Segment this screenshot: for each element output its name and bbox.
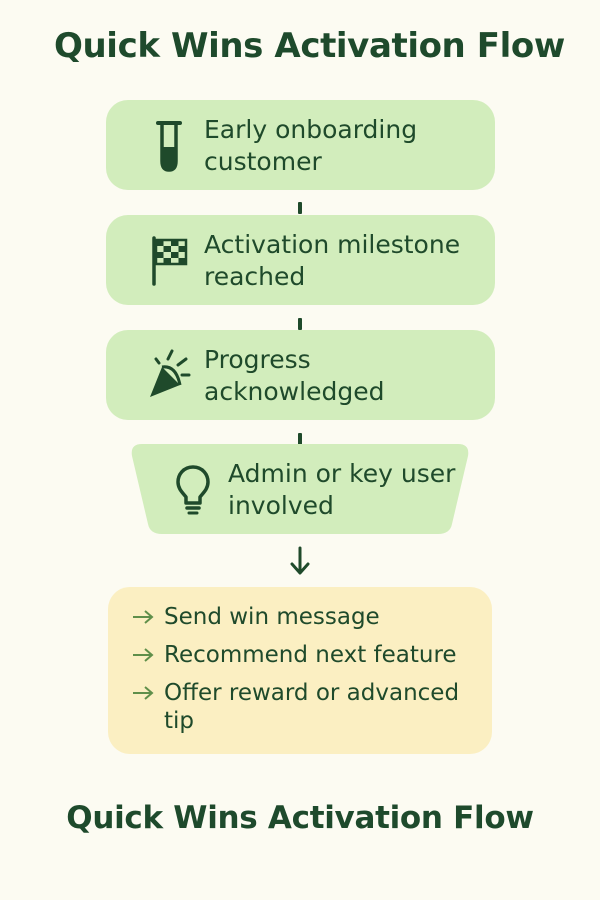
flow-step-early-onboarding: Early onboarding customer (106, 100, 495, 190)
flow-step-label: Early onboarding customer (204, 115, 418, 176)
action-item: Send win message (132, 603, 472, 631)
lightbulb-icon (170, 457, 216, 521)
trapezoid-shape (131, 444, 469, 534)
test-tube-icon (146, 113, 192, 177)
flow-connector (298, 318, 302, 330)
arrow-right-icon (132, 603, 156, 631)
party-popper-icon (146, 343, 192, 407)
flow-step-activation-milestone: Activation milestone reached (106, 215, 495, 305)
flow-step-admin-involved: Admin or key user involved (128, 444, 472, 534)
flow-connector (298, 433, 302, 445)
checkered-flag-icon (146, 228, 192, 292)
action-item: Recommend next feature (132, 641, 472, 669)
action-label: Send win message (164, 604, 380, 630)
page-title: Quick Wins Activation Flow (54, 26, 565, 66)
action-label: Recommend next feature (164, 642, 457, 668)
arrow-down-icon (290, 546, 310, 575)
flow-step-label: Progress acknowledged (204, 345, 385, 406)
flow-step-label: Admin or key user involved (228, 459, 456, 520)
flow-connector (298, 202, 302, 214)
flow-step-label: Activation milestone reached (204, 230, 461, 291)
arrow-right-icon (132, 641, 156, 669)
arrow-right-icon (132, 679, 156, 707)
flow-step-progress-acknowledged: Progress acknowledged (106, 330, 495, 420)
action-item: Offer reward or advanced tip (132, 679, 472, 735)
footer-title: Quick Wins Activation Flow (66, 800, 534, 836)
actions-box: Send win message Recommend next feature … (108, 587, 492, 754)
action-label: Offer reward or advanced tip (164, 680, 460, 734)
